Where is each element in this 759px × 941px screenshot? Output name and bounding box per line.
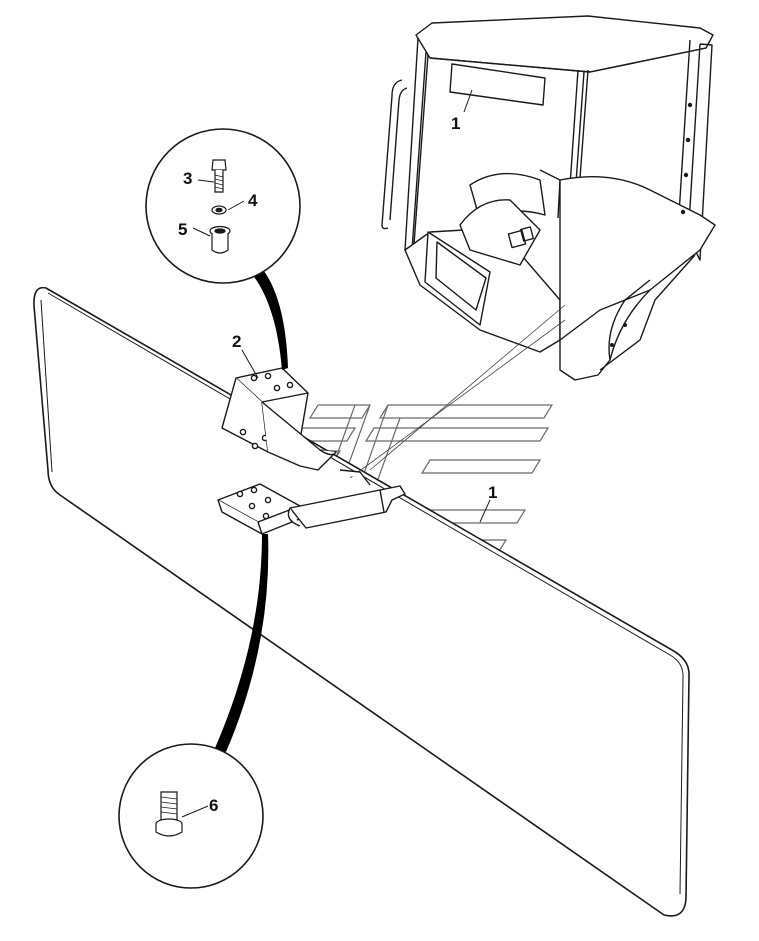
bolt-icon [211,159,227,193]
callout-6: 6 [209,796,219,815]
callout-1-cab: 1 [451,114,461,133]
detail-circle-screw [118,743,264,889]
callout-5: 5 [178,220,188,239]
glass-panel-icon [33,286,690,917]
callout-leaders [241,89,491,523]
detail-circle-fasteners [145,128,301,284]
cab-frame-icon [349,15,716,479]
callout-3: 3 [183,169,193,188]
hinge-bracket-icon [217,367,406,535]
callout-4: 4 [248,191,258,210]
callout-2: 2 [232,332,242,351]
spacer-icon [209,225,231,254]
washer-icon [211,205,227,215]
screw-icon [155,791,183,837]
callout-1-glass: 1 [488,483,498,502]
leader-lines [215,258,288,752]
